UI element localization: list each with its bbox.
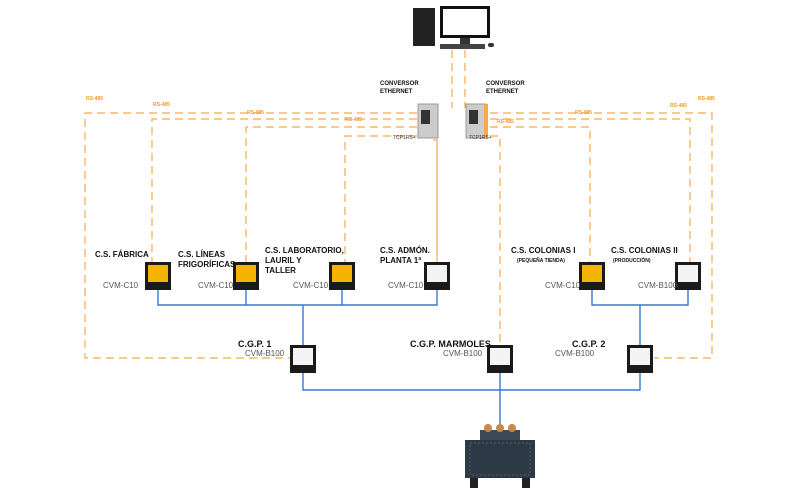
converter-label: CONVERSOR ETHERNET	[486, 81, 525, 95]
meter-model: CVM-C10	[198, 281, 234, 290]
rs485-label: RS-485	[153, 102, 170, 108]
station-label: C.S. FÁBRICA	[95, 250, 149, 259]
energy-meter-icon	[627, 345, 653, 373]
station-label: C.S. COLONIAS II	[611, 246, 678, 255]
meter-model: CVM-C10	[293, 281, 329, 290]
meter-model: CVM-C10	[103, 281, 139, 290]
meter-model: CVM-C10	[545, 281, 581, 290]
rs485-label: RS-485	[497, 119, 514, 125]
energy-meter-icon	[329, 262, 355, 290]
rs485-label: RS-485	[86, 96, 103, 102]
rs485-label: RS-485	[247, 110, 264, 116]
rs485-line	[490, 135, 501, 345]
rs485-line	[433, 139, 438, 262]
converter-model: TCP1RS+	[469, 135, 492, 141]
station-label: C.S. LABORATORIO, LAURIL Y TALLER	[265, 246, 344, 275]
rs485-line	[84, 112, 430, 359]
station-label: C.S. ADMÓN. PLANTA 1ª	[380, 246, 430, 265]
meter-model: CVM-B100	[638, 281, 678, 290]
rs485-label: RS-485	[575, 110, 592, 116]
computer-icon	[413, 6, 494, 49]
ethernet-line	[451, 50, 466, 108]
meter-model: CVM-B100	[555, 349, 595, 358]
meter-model: CVM-B100	[245, 349, 285, 358]
rs485-label: RS-485	[670, 103, 687, 109]
power-bus	[157, 290, 689, 430]
energy-meter-icon	[424, 262, 450, 290]
station-label: C.S. LÍNEAS FRIGORÍFICAS	[178, 250, 236, 269]
energy-meter-icon	[233, 262, 259, 290]
energy-meter-icon	[675, 262, 701, 290]
meter-model: CVM-B100	[443, 349, 483, 358]
rs485-lines	[84, 50, 713, 359]
meter-model: CVM-C10	[388, 281, 424, 290]
cgp-label: C.G.P. 1	[238, 339, 272, 349]
energy-meter-icon	[579, 262, 605, 290]
energy-meter-icon	[487, 345, 513, 373]
rs485-line	[490, 118, 691, 262]
converter-icon	[417, 103, 488, 139]
converter-label: CONVERSOR ETHERNET	[380, 81, 419, 95]
energy-meter-icon	[290, 345, 316, 373]
rs485-line	[344, 135, 430, 262]
transformer-icon	[465, 424, 535, 488]
station-sublabel: (PRODUCCIÓN)	[613, 258, 651, 264]
rs485-label: RS-485	[698, 96, 715, 102]
cgp-label: C.G.P. MARMOLES	[410, 339, 491, 349]
rs485-line	[151, 118, 430, 262]
rs485-label: RS-485	[345, 117, 362, 123]
rs485-line	[490, 126, 591, 262]
cgp-label: C.G.P. 2	[572, 339, 606, 349]
station-sublabel: (PEQUEÑA TIENDA)	[517, 258, 565, 264]
station-label: C.S. COLONIAS I	[511, 246, 576, 255]
converter-model: TCP1RS+	[393, 135, 416, 141]
rs485-line	[245, 126, 430, 262]
rs485-line	[490, 112, 713, 359]
energy-meter-icon	[145, 262, 171, 290]
